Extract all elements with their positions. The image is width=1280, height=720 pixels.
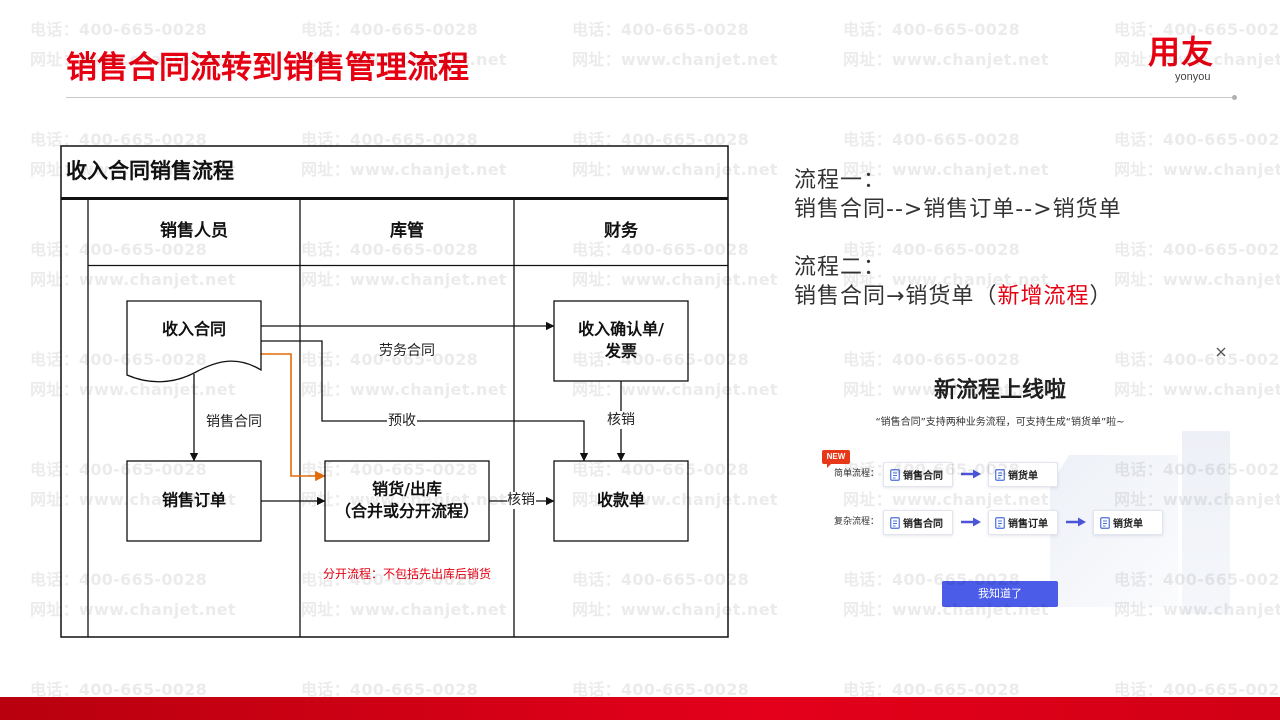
edge-label-bg [387, 412, 417, 430]
arrow-right-icon [1066, 517, 1086, 527]
document-icon [890, 516, 900, 529]
slide-title: 销售合同流转到销售管理流程 [66, 50, 469, 86]
edge-label-labor-contract: 劳务合同 [379, 343, 435, 359]
flow-description: 流程一： 销售合同-->销售订单-->销货单 流程二： 销售合同→销货单（新增流… [794, 166, 1244, 311]
watermark-website: 网址：www.chanjet.net [572, 50, 778, 69]
new-flow-dialog: 新流程上线啦 “销售合同”支持两种业务流程，可支持生成“销货单”啦~ NEW 简… [815, 338, 1235, 618]
edge-label-write-off-delivery: 核销 [507, 492, 535, 508]
flow2-title: 流程二： [794, 255, 887, 280]
node-revenue-confirmation-line1: 收入确认单/ [578, 320, 664, 339]
edge-label-bg [507, 492, 536, 509]
simple-flow-label: 简单流程： [834, 469, 880, 479]
watermark-phone: 电话：400-665-0028 [1114, 130, 1280, 149]
logo-wordmark: yonyou [1175, 71, 1211, 83]
node-sales-order-shape [126, 460, 262, 542]
watermark-phone: 电话：400-665-0028 [843, 130, 1021, 149]
swimlane-diagram: 收入合同销售流程 销售人员 库管 财务 收入合同 收入确认单/ 发票 销售订单 … [60, 145, 729, 638]
diagram-title: 收入合同销售流程 [66, 159, 234, 183]
step-label: 销售合同 [903, 471, 943, 482]
brand-logo: 用友 yonyou [1140, 30, 1232, 86]
arrow-advance-receipt [261, 340, 589, 462]
node-income-contract-shape [126, 300, 262, 383]
complex-step-delivery: 销货单 [1093, 510, 1163, 535]
dialog-subtitle: “销售合同”支持两种业务流程，可支持生成“销货单”啦~ [875, 417, 1125, 428]
arrow-right-icon [961, 469, 981, 479]
flow2-path-main: 销售合同→销货单 [794, 284, 975, 309]
diagram-frame [60, 145, 729, 638]
lane-header-warehouse: 库管 [390, 220, 424, 241]
node-revenue-confirmation-line2: 发票 [604, 342, 637, 361]
new-badge: NEW [822, 450, 850, 468]
edge-label-advance-receipt: 预收 [388, 413, 416, 429]
node-delivery-line1: 销货/出库 [372, 480, 442, 499]
title-divider-dot [1232, 95, 1237, 100]
diagram-note: 分开流程：不包括先出库后销货 [323, 566, 491, 581]
flow2-paren-open: （ [974, 284, 998, 309]
complex-flow-label: 复杂流程： [834, 517, 880, 527]
watermark-phone: 电话：400-665-0028 [572, 20, 750, 39]
flow-spacer [794, 224, 1244, 253]
watermark-phone: 电话：400-665-0028 [30, 20, 208, 39]
arrow-right-icon [961, 517, 981, 527]
document-icon [995, 516, 1005, 529]
edge-label-bg [606, 411, 636, 429]
got-it-button[interactable]: 我知道了 [942, 581, 1058, 607]
node-delivery-line2: （合并或分开流程） [335, 502, 479, 521]
complex-step-sales-order: 销售订单 [988, 510, 1058, 535]
flow2-paren-close: ） [1089, 284, 1113, 309]
flow2-highlight: 新增流程 [997, 284, 1090, 309]
simple-step-sales-contract: 销售合同 [883, 462, 953, 487]
step-label: 销售订单 [1008, 519, 1048, 530]
step-label: 销货单 [1113, 519, 1143, 530]
node-revenue-confirmation-shape [553, 300, 689, 382]
node-delivery-shape [324, 460, 490, 542]
complex-step-sales-contract: 销售合同 [883, 510, 953, 535]
footer-bar [0, 697, 1280, 720]
title-divider [66, 97, 1234, 98]
close-icon[interactable] [1216, 347, 1226, 357]
step-label: 销货单 [1008, 471, 1038, 482]
lane-header-finance: 财务 [603, 220, 639, 241]
flow1-title: 流程一： [794, 168, 887, 193]
lane-header-sales: 销售人员 [160, 220, 228, 241]
flow2-path: 销售合同→销货单（新增流程） [794, 282, 1244, 311]
new-badge-label: NEW [826, 452, 846, 461]
node-income-contract: 收入合同 [162, 320, 226, 339]
simple-step-delivery: 销货单 [988, 462, 1058, 487]
arrow-split-delivery [261, 353, 326, 482]
step-label: 销售合同 [903, 519, 943, 530]
decorative-graphic [1182, 431, 1230, 614]
document-icon [1100, 516, 1110, 529]
logo-mark: 用友 [1148, 33, 1215, 71]
node-receipt-shape [553, 460, 689, 542]
watermark-phone: 电话：400-665-0028 [843, 20, 1021, 39]
dialog-title: 新流程上线啦 [933, 378, 1066, 403]
edge-label-sales-contract: 销售合同 [206, 414, 262, 430]
document-icon [995, 468, 1005, 481]
flow1-path: 销售合同-->销售订单-->销货单 [794, 197, 1122, 222]
document-icon [890, 468, 900, 481]
edge-label-write-off-confirmation: 核销 [607, 412, 635, 428]
watermark-website: 网址：www.chanjet.net [843, 50, 1049, 69]
watermark-phone: 电话：400-665-0028 [301, 20, 479, 39]
node-receipt: 收款单 [597, 491, 645, 510]
node-sales-order: 销售订单 [162, 491, 226, 510]
